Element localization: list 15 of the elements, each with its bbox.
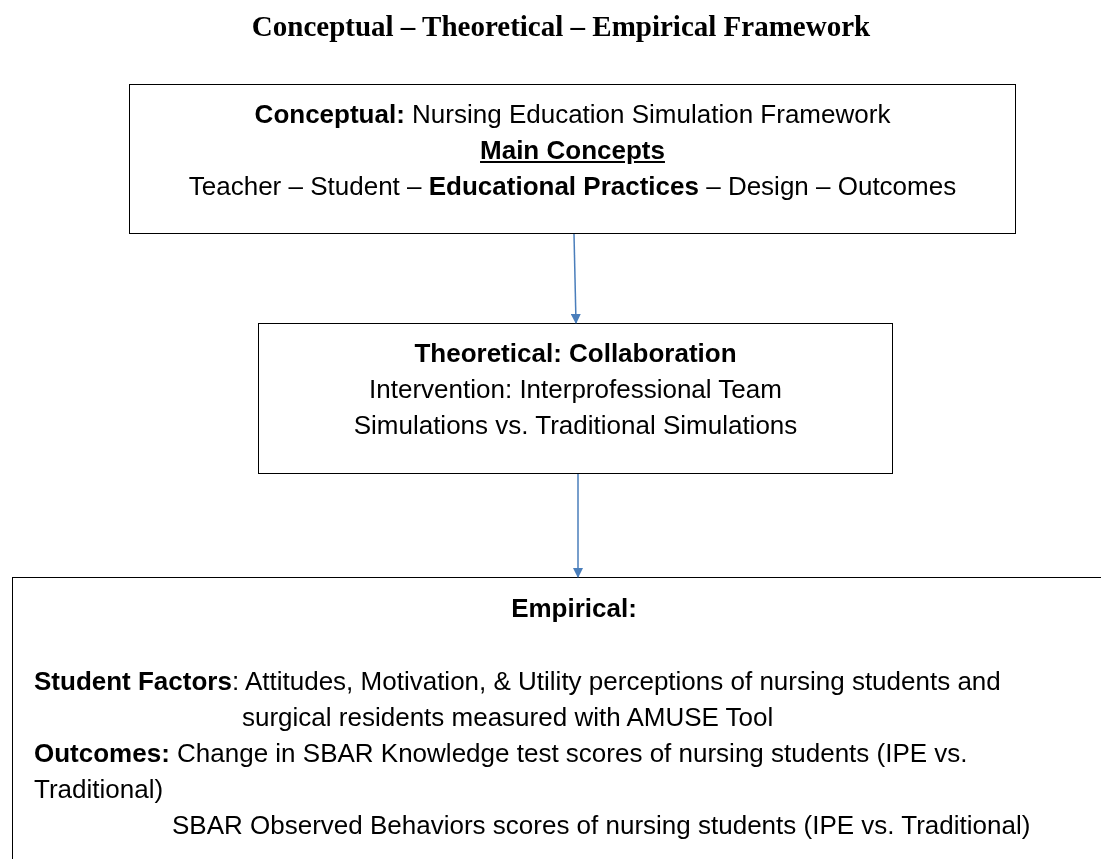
text-box bbox=[12, 577, 1101, 859]
box-text: Theoretical: Collaboration bbox=[413, 337, 738, 370]
text-box bbox=[258, 323, 893, 474]
box-text: Outcomes: Change in SBAR Knowledge test scores of nursing students (IPE vs. Traditional) bbox=[34, 737, 969, 806]
arrow bbox=[573, 473, 583, 578]
box-text: Conceptual: Nursing Education Simulation Framework bbox=[253, 98, 892, 131]
text-box bbox=[129, 84, 1016, 234]
box-text: Intervention: Interprofessional Team Simulations vs. Traditional Simulations bbox=[352, 373, 799, 442]
box-text: Main Concepts bbox=[479, 134, 666, 167]
box-text: SBAR Observed Behaviors scores of nursing students (IPE vs. Traditional) bbox=[172, 809, 1032, 842]
box-text: Teacher – Student – Educational Practices – Design – Outcomes bbox=[187, 170, 958, 203]
arrow bbox=[570, 233, 581, 324]
box-text: Student Factors: Attitudes, Motivation, & Utility perceptions of nursing students and surgical residents measured with AMUSE Tool bbox=[34, 665, 1002, 734]
title: Conceptual – Theoretical – Empirical Framework bbox=[250, 9, 872, 44]
box-text: Empirical: bbox=[510, 592, 638, 625]
